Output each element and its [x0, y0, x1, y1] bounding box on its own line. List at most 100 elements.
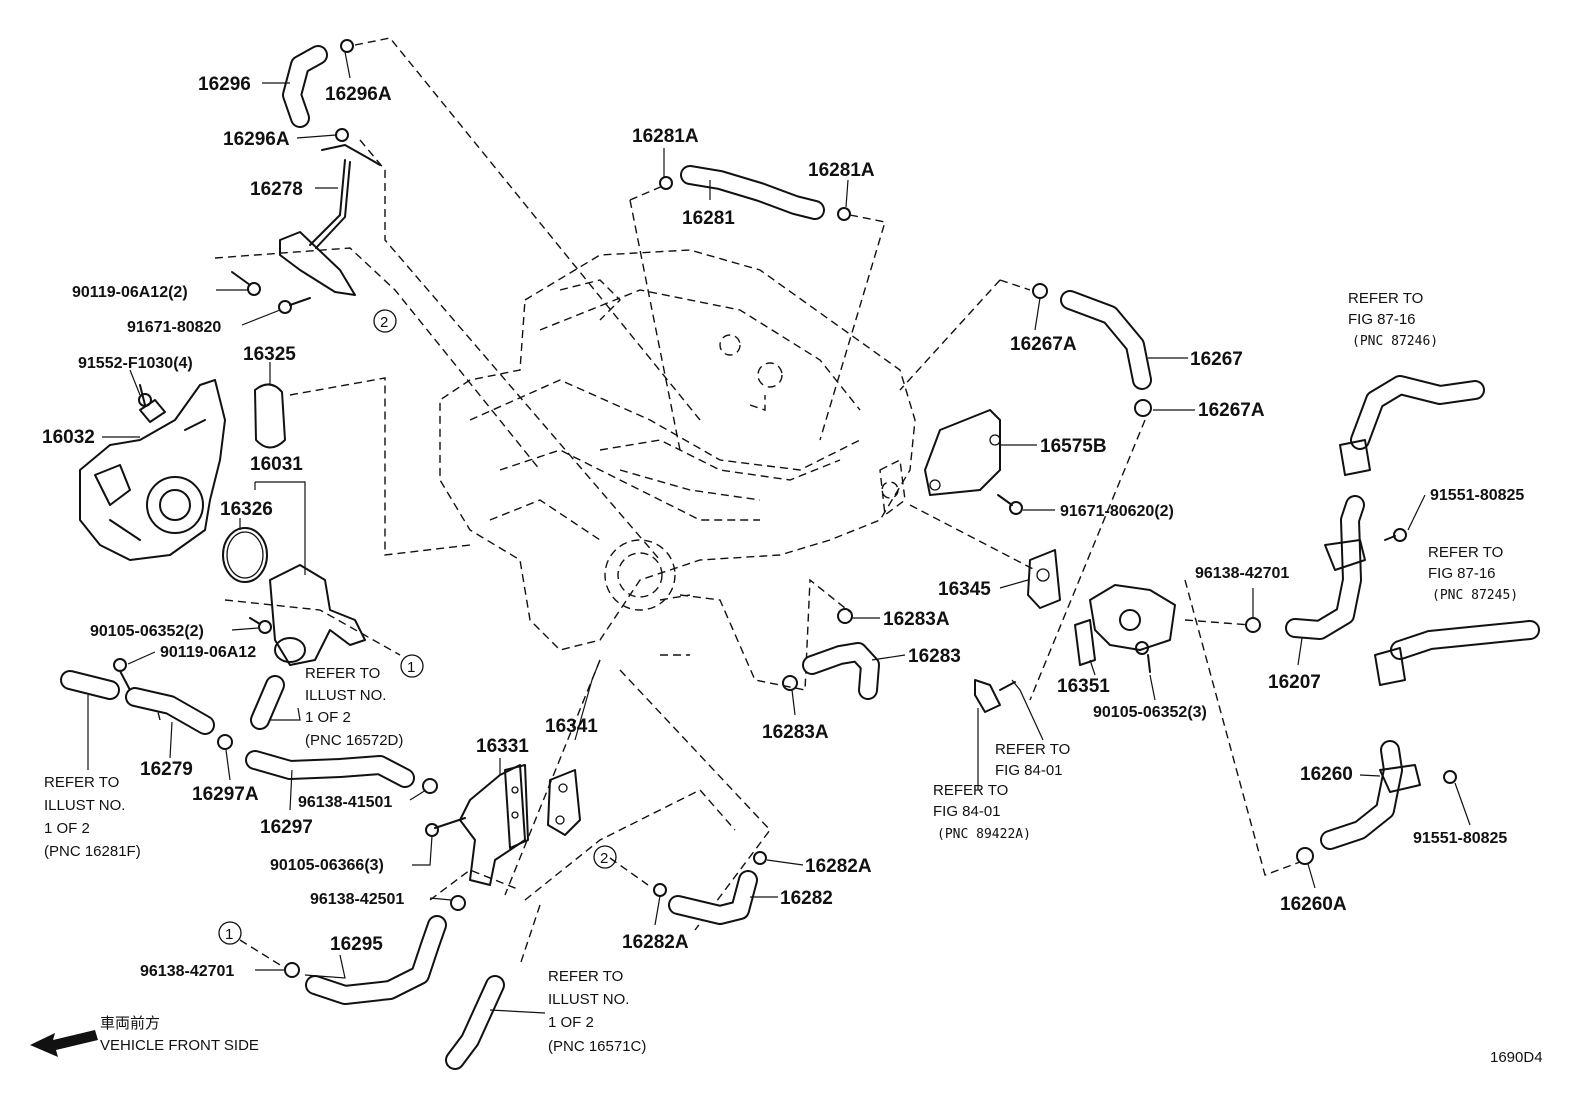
- label-16297A[interactable]: 16297A: [192, 784, 259, 805]
- gasket-16341[interactable]: [547, 769, 581, 836]
- refer-illust-16572D[interactable]: REFER TO ILLUST NO. 1 OF 2 (PNC 16572D): [305, 665, 403, 749]
- bolt-91671-80620[interactable]: [997, 494, 1023, 515]
- label-16281[interactable]: 16281: [682, 208, 735, 229]
- label-16296A[interactable]: 16296A: [223, 129, 290, 150]
- bolt-91551-80825-b[interactable]: [1443, 770, 1457, 784]
- clamp-16283A-b[interactable]: [782, 675, 798, 691]
- clamp-16260A[interactable]: [1296, 847, 1314, 865]
- label-16281A-l[interactable]: 16281A: [632, 126, 699, 147]
- clamp-96138-42501[interactable]: [450, 895, 466, 911]
- clamp-16282A-t[interactable]: [753, 851, 767, 865]
- refer-fig8401-a[interactable]: REFER TO FIG 84-01: [995, 741, 1070, 779]
- label-90105-06366[interactable]: 90105-06366(3): [270, 857, 384, 874]
- pipe-16279[interactable]: [125, 687, 215, 735]
- label-16282A-t[interactable]: 16282A: [805, 856, 872, 877]
- hose-16267[interactable]: [1060, 290, 1152, 390]
- clamp-16296A-top[interactable]: [340, 39, 354, 53]
- label-16326[interactable]: 16326: [220, 499, 273, 520]
- label-90105-06352-3[interactable]: 90105-06352(3): [1093, 704, 1207, 721]
- hose-16282[interactable]: [668, 870, 758, 925]
- label-91551-80825-t[interactable]: 91551-80825: [1430, 487, 1524, 504]
- label-16345[interactable]: 16345: [938, 579, 991, 600]
- label-91552-F1030[interactable]: 91552-F1030(4): [78, 355, 193, 372]
- hose-16296[interactable]: [282, 45, 328, 128]
- label-16296[interactable]: 16296: [198, 74, 251, 95]
- oring-16326[interactable]: [222, 527, 268, 583]
- label-16341[interactable]: 16341: [545, 716, 598, 737]
- label-16295[interactable]: 16295: [330, 934, 383, 955]
- clamp-16267A-top[interactable]: [1032, 283, 1048, 299]
- label-16032[interactable]: 16032: [42, 427, 95, 448]
- bolt-91671-80820[interactable]: [278, 297, 311, 314]
- label-16278[interactable]: 16278: [250, 179, 303, 200]
- clamp-16267A[interactable]: [1134, 399, 1152, 417]
- bolt-90105-06352-3[interactable]: [1135, 641, 1151, 673]
- label-16331[interactable]: 16331: [476, 736, 529, 757]
- label-16282A-b[interactable]: 16282A: [622, 932, 689, 953]
- label-96138-42701-r[interactable]: 96138-42701: [1195, 565, 1289, 582]
- label-16279[interactable]: 16279: [140, 759, 193, 780]
- label-16282[interactable]: 16282: [780, 888, 833, 909]
- bolt-91552-F1030[interactable]: [138, 384, 152, 407]
- gasket-16325[interactable]: [254, 383, 286, 449]
- label-16325[interactable]: 16325: [243, 344, 296, 365]
- label-96138-42501[interactable]: 96138-42501: [310, 891, 404, 908]
- hose-16283[interactable]: [802, 642, 880, 700]
- label-16267A[interactable]: 16267A: [1198, 400, 1265, 421]
- label-16260[interactable]: 16260: [1300, 764, 1353, 785]
- label-91551-80825-b[interactable]: 91551-80825: [1413, 830, 1507, 847]
- clamp-96138-42701-r[interactable]: [1245, 617, 1261, 633]
- label-16283[interactable]: 16283: [908, 646, 961, 667]
- water-pump-16032[interactable]: [79, 379, 226, 561]
- pipe-16278[interactable]: [279, 144, 381, 296]
- label-96138-42701-l[interactable]: 96138-42701: [140, 963, 234, 980]
- label-90119-06A12[interactable]: 90119-06A12: [160, 644, 256, 661]
- pipe-16260[interactable]: [1320, 740, 1421, 850]
- label-16575B[interactable]: 16575B: [1040, 436, 1107, 457]
- label-16281A-r[interactable]: 16281A: [808, 160, 875, 181]
- label-16267A-top[interactable]: 16267A: [1010, 334, 1077, 355]
- clamp-16297A[interactable]: [217, 734, 233, 750]
- refer-fig8716-b[interactable]: REFER TO FIG 87-16 (PNC 87245): [1428, 544, 1518, 603]
- label-16283A-t[interactable]: 16283A: [883, 609, 950, 630]
- housing-16331[interactable]: [459, 764, 529, 886]
- label-16031[interactable]: 16031: [250, 454, 303, 475]
- bolt-90119-06A12-b[interactable]: [113, 658, 131, 691]
- hose-16281[interactable]: [680, 165, 825, 220]
- label-16351[interactable]: 16351: [1057, 676, 1110, 697]
- label-91671-80620[interactable]: 91671-80620(2): [1060, 503, 1174, 520]
- bolt-90119-06A12[interactable]: [231, 271, 261, 296]
- label-16207[interactable]: 16207: [1268, 672, 1321, 693]
- bolt-90105-06352-2[interactable]: [249, 617, 272, 634]
- inlet-16031[interactable]: [269, 564, 366, 666]
- gasket-16345[interactable]: [1027, 549, 1061, 609]
- bracket-16575B[interactable]: [924, 409, 1001, 496]
- clamp-16281A-r[interactable]: [837, 207, 851, 221]
- label-90119-06A12-2[interactable]: 90119-06A12(2): [72, 284, 188, 301]
- clamp-96138-42701-l[interactable]: [284, 962, 300, 978]
- pipe-16207[interactable]: [1285, 495, 1366, 640]
- outlet-16351[interactable]: [1074, 584, 1176, 666]
- clamp-16283A-t[interactable]: [837, 608, 853, 624]
- bolt-91551-80825-t[interactable]: [1384, 528, 1407, 542]
- bolt-90105-06366[interactable]: [425, 817, 466, 837]
- refer-illust-16571C[interactable]: REFER TO ILLUST NO. 1 OF 2 (PNC 16571C): [548, 968, 646, 1055]
- refer-fig8716-a[interactable]: REFER TO FIG 87-16 (PNC 87246): [1348, 290, 1438, 349]
- clamp-16296A[interactable]: [335, 128, 349, 142]
- label-96138-41501[interactable]: 96138-41501: [298, 794, 392, 811]
- ref-line: ILLUST NO.: [305, 687, 386, 704]
- label-90105-06352-2[interactable]: 90105-06352(2): [90, 623, 204, 640]
- clamp-16281A-l[interactable]: [659, 176, 673, 190]
- label-16296A-top[interactable]: 16296A: [325, 84, 392, 105]
- label-16297[interactable]: 16297: [260, 817, 313, 838]
- hose-16297[interactable]: [245, 750, 415, 788]
- label-91671-80820[interactable]: 91671-80820: [127, 319, 221, 336]
- refer-illust-16281F[interactable]: REFER TO ILLUST NO. 1 OF 2 (PNC 16281F): [44, 774, 141, 860]
- label-16267[interactable]: 16267: [1190, 349, 1243, 370]
- label-16283A-b[interactable]: 16283A: [762, 722, 829, 743]
- hose-16295[interactable]: [305, 915, 447, 1005]
- label-16260A[interactable]: 16260A: [1280, 894, 1347, 915]
- refer-fig8401-b[interactable]: REFER TO FIG 84-01 (PNC 89422A): [933, 782, 1031, 842]
- clamp-96138-41501[interactable]: [422, 778, 438, 794]
- clamp-16282A-b[interactable]: [653, 883, 667, 897]
